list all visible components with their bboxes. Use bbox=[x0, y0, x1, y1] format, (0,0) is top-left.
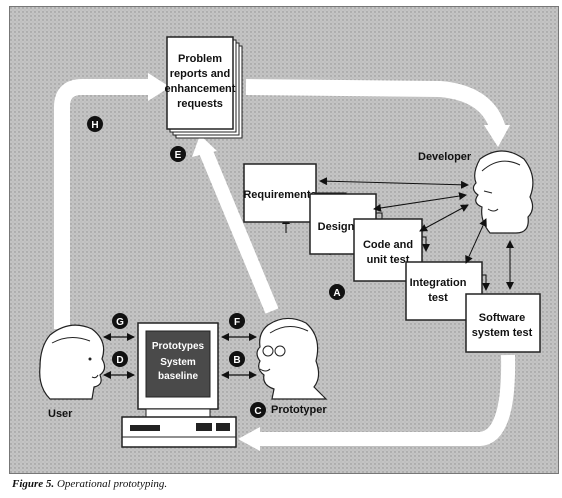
user-portrait: User bbox=[39, 324, 106, 420]
svg-text:B: B bbox=[233, 355, 240, 366]
prototype-computer: Prototypes System baseline bbox=[121, 322, 237, 448]
developer-arrows bbox=[319, 177, 514, 290]
marker-d: D bbox=[112, 351, 128, 367]
code-unit-test-line-1: Code and bbox=[363, 239, 413, 251]
code-unit-test-box: Code and unit test bbox=[353, 218, 423, 282]
svg-text:A: A bbox=[333, 288, 340, 299]
user-to-reports-arrowhead bbox=[148, 73, 170, 101]
marker-h: H bbox=[87, 116, 103, 132]
reports-to-developer-arrowhead bbox=[484, 125, 510, 147]
diagram-canvas: Problem reports and enhancement requests… bbox=[10, 7, 558, 473]
reports-to-developer-flow bbox=[245, 79, 506, 132]
marker-f: F bbox=[229, 313, 245, 329]
svg-text:F: F bbox=[234, 317, 240, 328]
user-to-reports-flow bbox=[54, 79, 150, 329]
marker-e: E bbox=[170, 146, 186, 162]
monitor-line-1: Prototypes bbox=[152, 341, 205, 352]
user-label: User bbox=[48, 408, 73, 420]
marker-g: G bbox=[112, 313, 128, 329]
problem-reports-line-1: Problem bbox=[178, 53, 222, 65]
problem-reports-box: Problem reports and enhancement requests bbox=[165, 36, 243, 139]
marker-a: A bbox=[329, 284, 345, 300]
interaction-arrows bbox=[103, 333, 257, 379]
problem-reports-line-2: reports and bbox=[170, 68, 231, 80]
software-system-test-box: Software system test bbox=[465, 293, 541, 353]
svg-text:G: G bbox=[116, 317, 124, 328]
developer-portrait: Developer bbox=[418, 150, 534, 234]
requirements-label: Requirements bbox=[243, 189, 316, 201]
prototyper-to-reports-arrowhead bbox=[192, 135, 217, 157]
problem-reports-line-4: requests bbox=[177, 98, 223, 110]
software-system-test-line-2: system test bbox=[472, 327, 533, 339]
integration-test-line-2: test bbox=[428, 292, 448, 304]
problem-reports-line-3: enhancement bbox=[165, 83, 236, 95]
code-unit-test-line-2: unit test bbox=[367, 254, 410, 266]
developer-label: Developer bbox=[418, 151, 472, 163]
prototyper-portrait: Prototyper bbox=[256, 317, 328, 416]
svg-text:E: E bbox=[175, 150, 182, 161]
figure-caption: Figure 5. Operational prototyping. bbox=[12, 478, 167, 490]
svg-text:C: C bbox=[254, 406, 261, 417]
design-label: Design bbox=[318, 221, 355, 233]
prototyper-to-reports-flow bbox=[199, 149, 279, 314]
svg-text:H: H bbox=[91, 120, 98, 131]
systemtest-to-baseline-flow bbox=[258, 354, 516, 446]
requirements-box: Requirements bbox=[243, 163, 317, 223]
diagram-figure: Problem reports and enhancement requests… bbox=[9, 6, 559, 474]
monitor-line-2: System bbox=[160, 357, 196, 368]
integration-test-line-1: Integration bbox=[410, 277, 467, 289]
monitor-line-3: baseline bbox=[158, 371, 198, 382]
software-system-test-line-1: Software bbox=[479, 312, 525, 324]
marker-b: B bbox=[229, 351, 245, 367]
systemtest-to-baseline-arrowhead bbox=[238, 427, 260, 451]
svg-text:D: D bbox=[116, 355, 123, 366]
caption-text: Operational prototyping. bbox=[56, 478, 168, 490]
caption-label: Figure 5. bbox=[12, 478, 55, 490]
prototyper-label: Prototyper bbox=[271, 404, 327, 416]
marker-c: C bbox=[250, 402, 266, 418]
